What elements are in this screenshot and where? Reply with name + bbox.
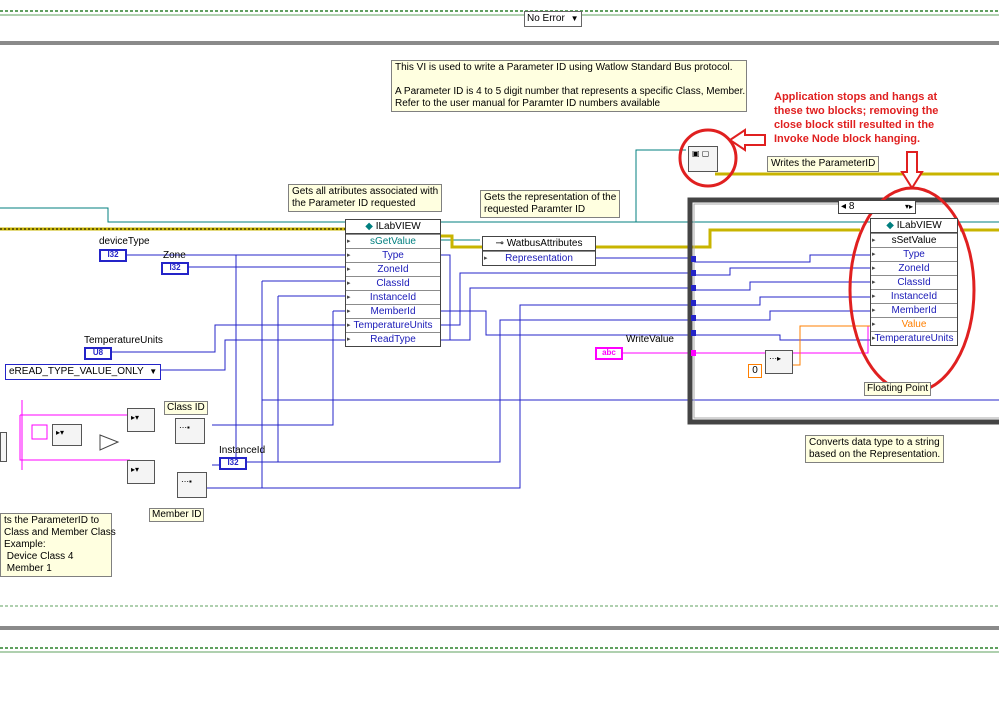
close-icon: ▣ ▢ <box>692 149 710 158</box>
set-node-param: ClassId <box>871 275 957 289</box>
split-icon: ▸▾ <box>131 413 140 422</box>
left-input-block[interactable] <box>0 432 7 462</box>
member-convert-block[interactable]: ⋯▪ <box>177 472 207 498</box>
watbus-node-property: Representation <box>483 251 595 265</box>
get-node-param: ClassId <box>346 276 440 290</box>
chevron-down-icon: ▼ <box>149 367 158 376</box>
set-node-param: MemberId <box>871 303 957 317</box>
set-node-class: ILabVIEW <box>896 220 942 231</box>
watbus-property-node[interactable]: ⊸ WatbusAttributes Representation <box>482 236 596 266</box>
set-node-param: TemperatureUnits <box>871 331 957 345</box>
member-split-block[interactable]: ▸▾ <box>127 460 155 484</box>
split-icon: ▸▾ <box>131 465 140 474</box>
chevron-down-icon: ▼ <box>570 14 579 23</box>
get-node-method: sGetValue <box>346 234 440 248</box>
case-prev-icon: ◂ <box>841 201 847 212</box>
close-reference-block[interactable]: ▣ ▢ <box>688 146 718 172</box>
split-icon: ▸▾ <box>56 428 65 437</box>
class-id-label: Class ID <box>164 401 208 415</box>
get-node-header: ◆ ILabVIEW <box>346 220 440 234</box>
convert-icon: ⋯▪ <box>181 477 192 486</box>
write-value-terminal[interactable]: abc <box>595 347 623 360</box>
get-node-param: InstanceId <box>346 290 440 304</box>
error-selector[interactable]: No Error ▼ <box>524 11 582 27</box>
zero-constant[interactable]: 0 <box>748 364 762 378</box>
hang-annotation: Application stops and hangs at these two… <box>774 91 939 145</box>
get-node-param: Type <box>346 248 440 262</box>
floating-point-label: Floating Point <box>864 382 932 396</box>
zone-label: Zone <box>163 250 186 261</box>
get-representation-note: Gets the representation of the requested… <box>480 190 621 218</box>
get-attributes-note: Gets all atributes associated with the P… <box>288 184 443 212</box>
device-type-terminal[interactable]: I32 <box>99 249 127 262</box>
get-node-param: TemperatureUnits <box>346 318 440 332</box>
converts-note: Converts data type to a string based on … <box>805 435 945 463</box>
set-node-header: ◆ ILabVIEW <box>871 219 957 233</box>
number-to-string-block[interactable]: ⋯▸ <box>765 350 793 374</box>
set-node-param: Type <box>871 247 957 261</box>
instance-id-label: InstanceId <box>219 445 266 456</box>
set-node-param: InstanceId <box>871 289 957 303</box>
instance-id-terminal[interactable]: I32 <box>219 457 247 470</box>
chevron-down-icon: ▾▸ <box>904 202 913 211</box>
get-node-class: ILabVIEW <box>375 221 421 232</box>
write-value-label: WriteValue <box>626 334 674 345</box>
read-type-enum-value: eREAD_TYPE_VALUE_ONLY <box>9 366 144 377</box>
device-type-label: deviceType <box>99 236 150 247</box>
description-note: This VI is used to write a Parameter ID … <box>391 60 747 112</box>
class-split-block[interactable]: ▸▾ <box>127 408 155 432</box>
set-node-param: ZoneId <box>871 261 957 275</box>
member-id-label: Member ID <box>149 508 205 522</box>
set-value-invoke-node[interactable]: ◆ ILabVIEW sSetValue Type ZoneId ClassId… <box>870 218 958 346</box>
get-value-invoke-node[interactable]: ◆ ILabVIEW sGetValue Type ZoneId ClassId… <box>345 219 441 347</box>
convert-icon: ⋯▸ <box>769 354 782 363</box>
case-selector[interactable]: ◂ 8 ▾▸ <box>838 200 916 214</box>
writes-parameter-note: Writes the ParameterID <box>767 156 880 172</box>
case-selector-value: 8 <box>848 201 855 212</box>
class-icon: ◆ <box>886 220 894 231</box>
read-type-enum[interactable]: eREAD_TYPE_VALUE_ONLY ▼ <box>5 364 162 380</box>
get-node-param: ZoneId <box>346 262 440 276</box>
zone-terminal[interactable]: I32 <box>161 262 189 275</box>
set-node-param: Value <box>871 317 957 331</box>
temperature-units-label: TemperatureUnits <box>84 335 163 346</box>
get-node-param: MemberId <box>346 304 440 318</box>
set-node-method: sSetValue <box>871 233 957 247</box>
temperature-units-terminal[interactable]: U8 <box>84 347 112 360</box>
convert-icon: ⋯▪ <box>179 423 190 432</box>
class-convert-block[interactable]: ⋯▪ <box>175 418 205 444</box>
watbus-node-class: WatbusAttributes <box>506 238 583 249</box>
error-selector-label: No Error <box>527 13 565 24</box>
split-note: ts the ParameterID to Class and Member C… <box>0 513 116 577</box>
key-icon: ⊸ <box>495 238 504 249</box>
watbus-node-header: ⊸ WatbusAttributes <box>483 237 595 251</box>
get-node-param: ReadType <box>346 332 440 346</box>
class-icon: ◆ <box>365 221 373 232</box>
param-split-block[interactable]: ▸▾ <box>52 424 82 446</box>
